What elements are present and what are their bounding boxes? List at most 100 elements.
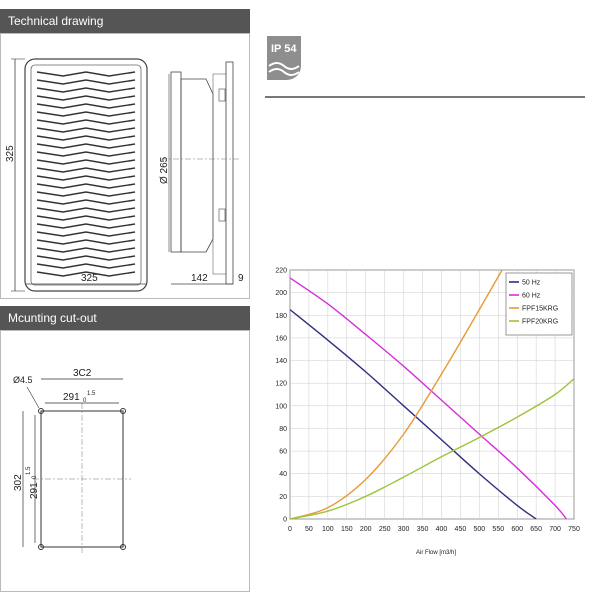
- louver-line: [36, 135, 136, 141]
- y-tick-label: 60: [279, 449, 287, 456]
- x-tick-label: 300: [398, 526, 410, 533]
- y-tick-label: 40: [279, 471, 287, 478]
- mounting-cutout-svg: 3C2 291 0 1.5 Ø4.5 302 291 0 1.5: [13, 368, 131, 555]
- y-tick-label: 180: [275, 313, 287, 320]
- grille-louvers: [36, 71, 136, 277]
- dim-inner-width-label: 291: [63, 392, 80, 403]
- header-rule: [265, 96, 585, 98]
- series-line-3: [290, 270, 503, 519]
- y-tick-label: 80: [279, 426, 287, 433]
- louver-line: [36, 103, 136, 109]
- louver-line: [36, 239, 136, 245]
- louver-line: [36, 215, 136, 221]
- louver-line: [36, 207, 136, 213]
- x-tick-label: 0: [288, 526, 292, 533]
- x-tick-label: 500: [473, 526, 485, 533]
- chart-legend: 50 Hz 60 Hz FPF15KRG FPF20KRG: [505, 272, 573, 336]
- x-tick-label: 50: [305, 526, 313, 533]
- side-view: [161, 61, 241, 285]
- legend-entry: FPF15KRG: [522, 306, 558, 313]
- x-tick-label: 400: [436, 526, 448, 533]
- dim-inner-width-tol: 0: [83, 398, 87, 404]
- grille-frame: [24, 58, 148, 292]
- series-line-4: [290, 378, 574, 519]
- legend-entry: 50 Hz: [522, 280, 541, 287]
- x-tick-label: 450: [455, 526, 467, 533]
- louver-line: [36, 119, 136, 125]
- ip-rating-badge: IP 54: [267, 36, 301, 80]
- louver-line: [36, 191, 136, 197]
- series-line-1: [290, 309, 537, 519]
- dim-fan-label: Ø 265: [159, 156, 170, 184]
- louver-line: [36, 143, 136, 149]
- legend-box: [505, 272, 573, 336]
- y-tick-label: 120: [275, 381, 287, 388]
- dim-front-label: 9: [238, 273, 244, 284]
- technical-drawing-panel: 325 325 Ø 265 142 9: [0, 33, 250, 299]
- x-tick-label: 100: [322, 526, 334, 533]
- louver-line: [36, 127, 136, 133]
- x-tick-label: 600: [511, 526, 523, 533]
- mounting-cutout-panel: 3C2 291 0 1.5 Ø4.5 302 291 0 1.5: [0, 330, 250, 592]
- grille-inner: [30, 64, 142, 286]
- technical-drawing-svg: 325 325 Ø 265 142 9: [5, 58, 244, 292]
- louver-line: [36, 263, 136, 269]
- louver-line: [36, 255, 136, 261]
- x-tick-label: 350: [417, 526, 429, 533]
- mount-hole-tl: [38, 408, 44, 414]
- louver-line: [36, 79, 136, 85]
- louver-line: [36, 175, 136, 181]
- dim-width-label: 325: [81, 273, 98, 284]
- y-tick-label: 140: [275, 358, 287, 365]
- louver-line: [36, 95, 136, 101]
- x-tick-label: 750: [568, 526, 580, 533]
- dim-height-label: 325: [5, 145, 16, 162]
- louver-line: [36, 151, 136, 157]
- dim-inner-height-tol-up: 1.5: [26, 466, 32, 475]
- y-tick-label: 100: [275, 403, 287, 410]
- mount-hole-br: [120, 544, 126, 550]
- y-tick-label: 160: [275, 335, 287, 342]
- y-tick-label: 220: [275, 268, 287, 275]
- x-tick-label: 250: [379, 526, 391, 533]
- dim-depth-label: 142: [191, 273, 208, 284]
- louver-line: [36, 87, 136, 93]
- y-tick-label: 200: [275, 290, 287, 297]
- louver-line: [36, 71, 136, 77]
- x-tick-label: 650: [530, 526, 542, 533]
- mount-hole-tr: [120, 408, 126, 414]
- technical-drawing-title: Technical drawing: [8, 14, 104, 28]
- series-line-2: [290, 277, 567, 519]
- chart-axes: 0 20 40 60 80 100 120 140 160 180 200 220 0 50 100 150 2…: [275, 268, 580, 534]
- dim-hole-label: Ø4.5: [13, 375, 33, 385]
- x-tick-label: 200: [360, 526, 372, 533]
- louver-line: [36, 271, 136, 277]
- louver-line: [36, 223, 136, 229]
- louver-line: [36, 199, 136, 205]
- dim-outer-width-label: 3C2: [73, 368, 92, 379]
- airflow-chart: 0 20 40 60 80 100 120 140 160 180 200 220 0 50 100 150 2…: [275, 268, 580, 557]
- louver-line: [36, 167, 136, 173]
- x-axis-label: Air Flow [m3/h]: [416, 550, 456, 556]
- x-tick-label: 700: [549, 526, 561, 533]
- x-tick-label: 550: [492, 526, 504, 533]
- louver-line: [36, 183, 136, 189]
- dim-outer-height-label: 302: [13, 474, 24, 491]
- mount-hole-bl: [38, 544, 44, 550]
- legend-entry: 60 Hz: [522, 293, 541, 300]
- y-tick-label: 20: [279, 494, 287, 501]
- x-tick-label: 150: [341, 526, 353, 533]
- technical-drawing-header: Technical drawing: [0, 9, 250, 33]
- dim-inner-width-tol-up: 1.5: [87, 391, 96, 397]
- louver-line: [36, 247, 136, 253]
- legend-entry: FPF20KRG: [522, 319, 558, 326]
- dim-inner-height-label: 291: [29, 482, 40, 499]
- y-tick-label: 0: [283, 517, 287, 524]
- mounting-cutout-header: Mcunting cut-out: [0, 306, 250, 330]
- chart-series: [290, 270, 574, 519]
- louver-line: [36, 111, 136, 117]
- ip-rating-label: IP 54: [271, 43, 297, 55]
- mounting-cutout-title: Mcunting cut-out: [8, 311, 97, 325]
- wave-icon: [268, 62, 300, 76]
- louver-line: [36, 159, 136, 165]
